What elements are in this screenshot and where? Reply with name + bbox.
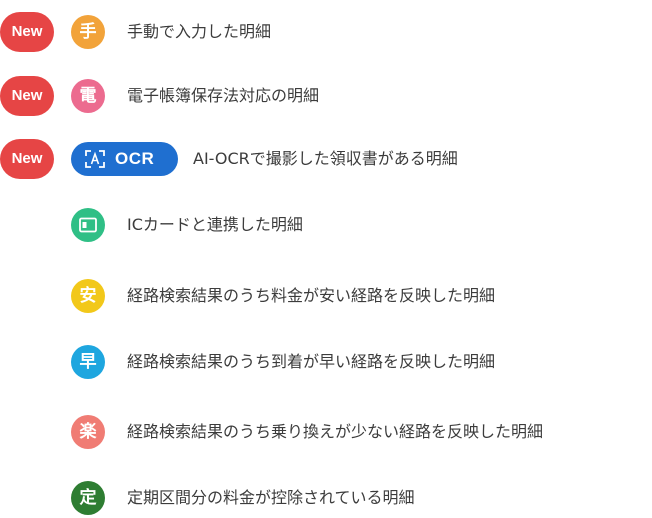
manual-entry-icon: 手 <box>71 15 105 49</box>
easy-route-icon: 楽 <box>71 415 105 449</box>
legend-row-commuter: 定 定期区間分の料金が控除されている明細 <box>0 478 652 518</box>
commuter-pass-icon: 定 <box>71 481 105 515</box>
legend-row-cheap: 安 経路検索結果のうち料金が安い経路を反映した明細 <box>0 276 652 316</box>
ocr-badge: OCR <box>71 142 178 176</box>
legend-row-ocr: New OCR AI-OCRで撮影した領収書がある明細 <box>0 139 652 179</box>
legend-row-fast: 早 経路検索結果のうち到着が早い経路を反映した明細 <box>0 342 652 382</box>
legend-label: 経路検索結果のうち料金が安い経路を反映した明細 <box>127 286 496 305</box>
new-badge: New <box>0 76 54 116</box>
legend-label: 手動で入力した明細 <box>127 22 272 41</box>
legend-row-easy: 楽 経路検索結果のうち乗り換えが少ない経路を反映した明細 <box>0 412 652 452</box>
new-badge: New <box>0 139 54 179</box>
electronic-ledger-icon: 電 <box>71 79 105 113</box>
legend-label: 定期区間分の料金が控除されている明細 <box>127 488 415 507</box>
legend-row-electronic: New 電 電子帳簿保存法対応の明細 <box>0 76 652 116</box>
fast-route-icon: 早 <box>71 345 105 379</box>
legend-label: 経路検索結果のうち到着が早い経路を反映した明細 <box>127 352 496 371</box>
legend-label: ICカードと連携した明細 <box>127 215 303 234</box>
legend-label: 電子帳簿保存法対応の明細 <box>127 86 320 105</box>
scan-frame-icon <box>85 150 105 168</box>
legend-label: 経路検索結果のうち乗り換えが少ない経路を反映した明細 <box>127 422 544 441</box>
legend-row-ic-card: ICカードと連携した明細 <box>0 205 652 245</box>
ocr-badge-text: OCR <box>115 149 155 168</box>
cheap-route-icon: 安 <box>71 279 105 313</box>
new-badge: New <box>0 12 54 52</box>
legend-label: AI-OCRで撮影した領収書がある明細 <box>193 149 458 168</box>
ic-card-icon <box>71 208 105 242</box>
legend-row-manual: New 手 手動で入力した明細 <box>0 12 652 52</box>
